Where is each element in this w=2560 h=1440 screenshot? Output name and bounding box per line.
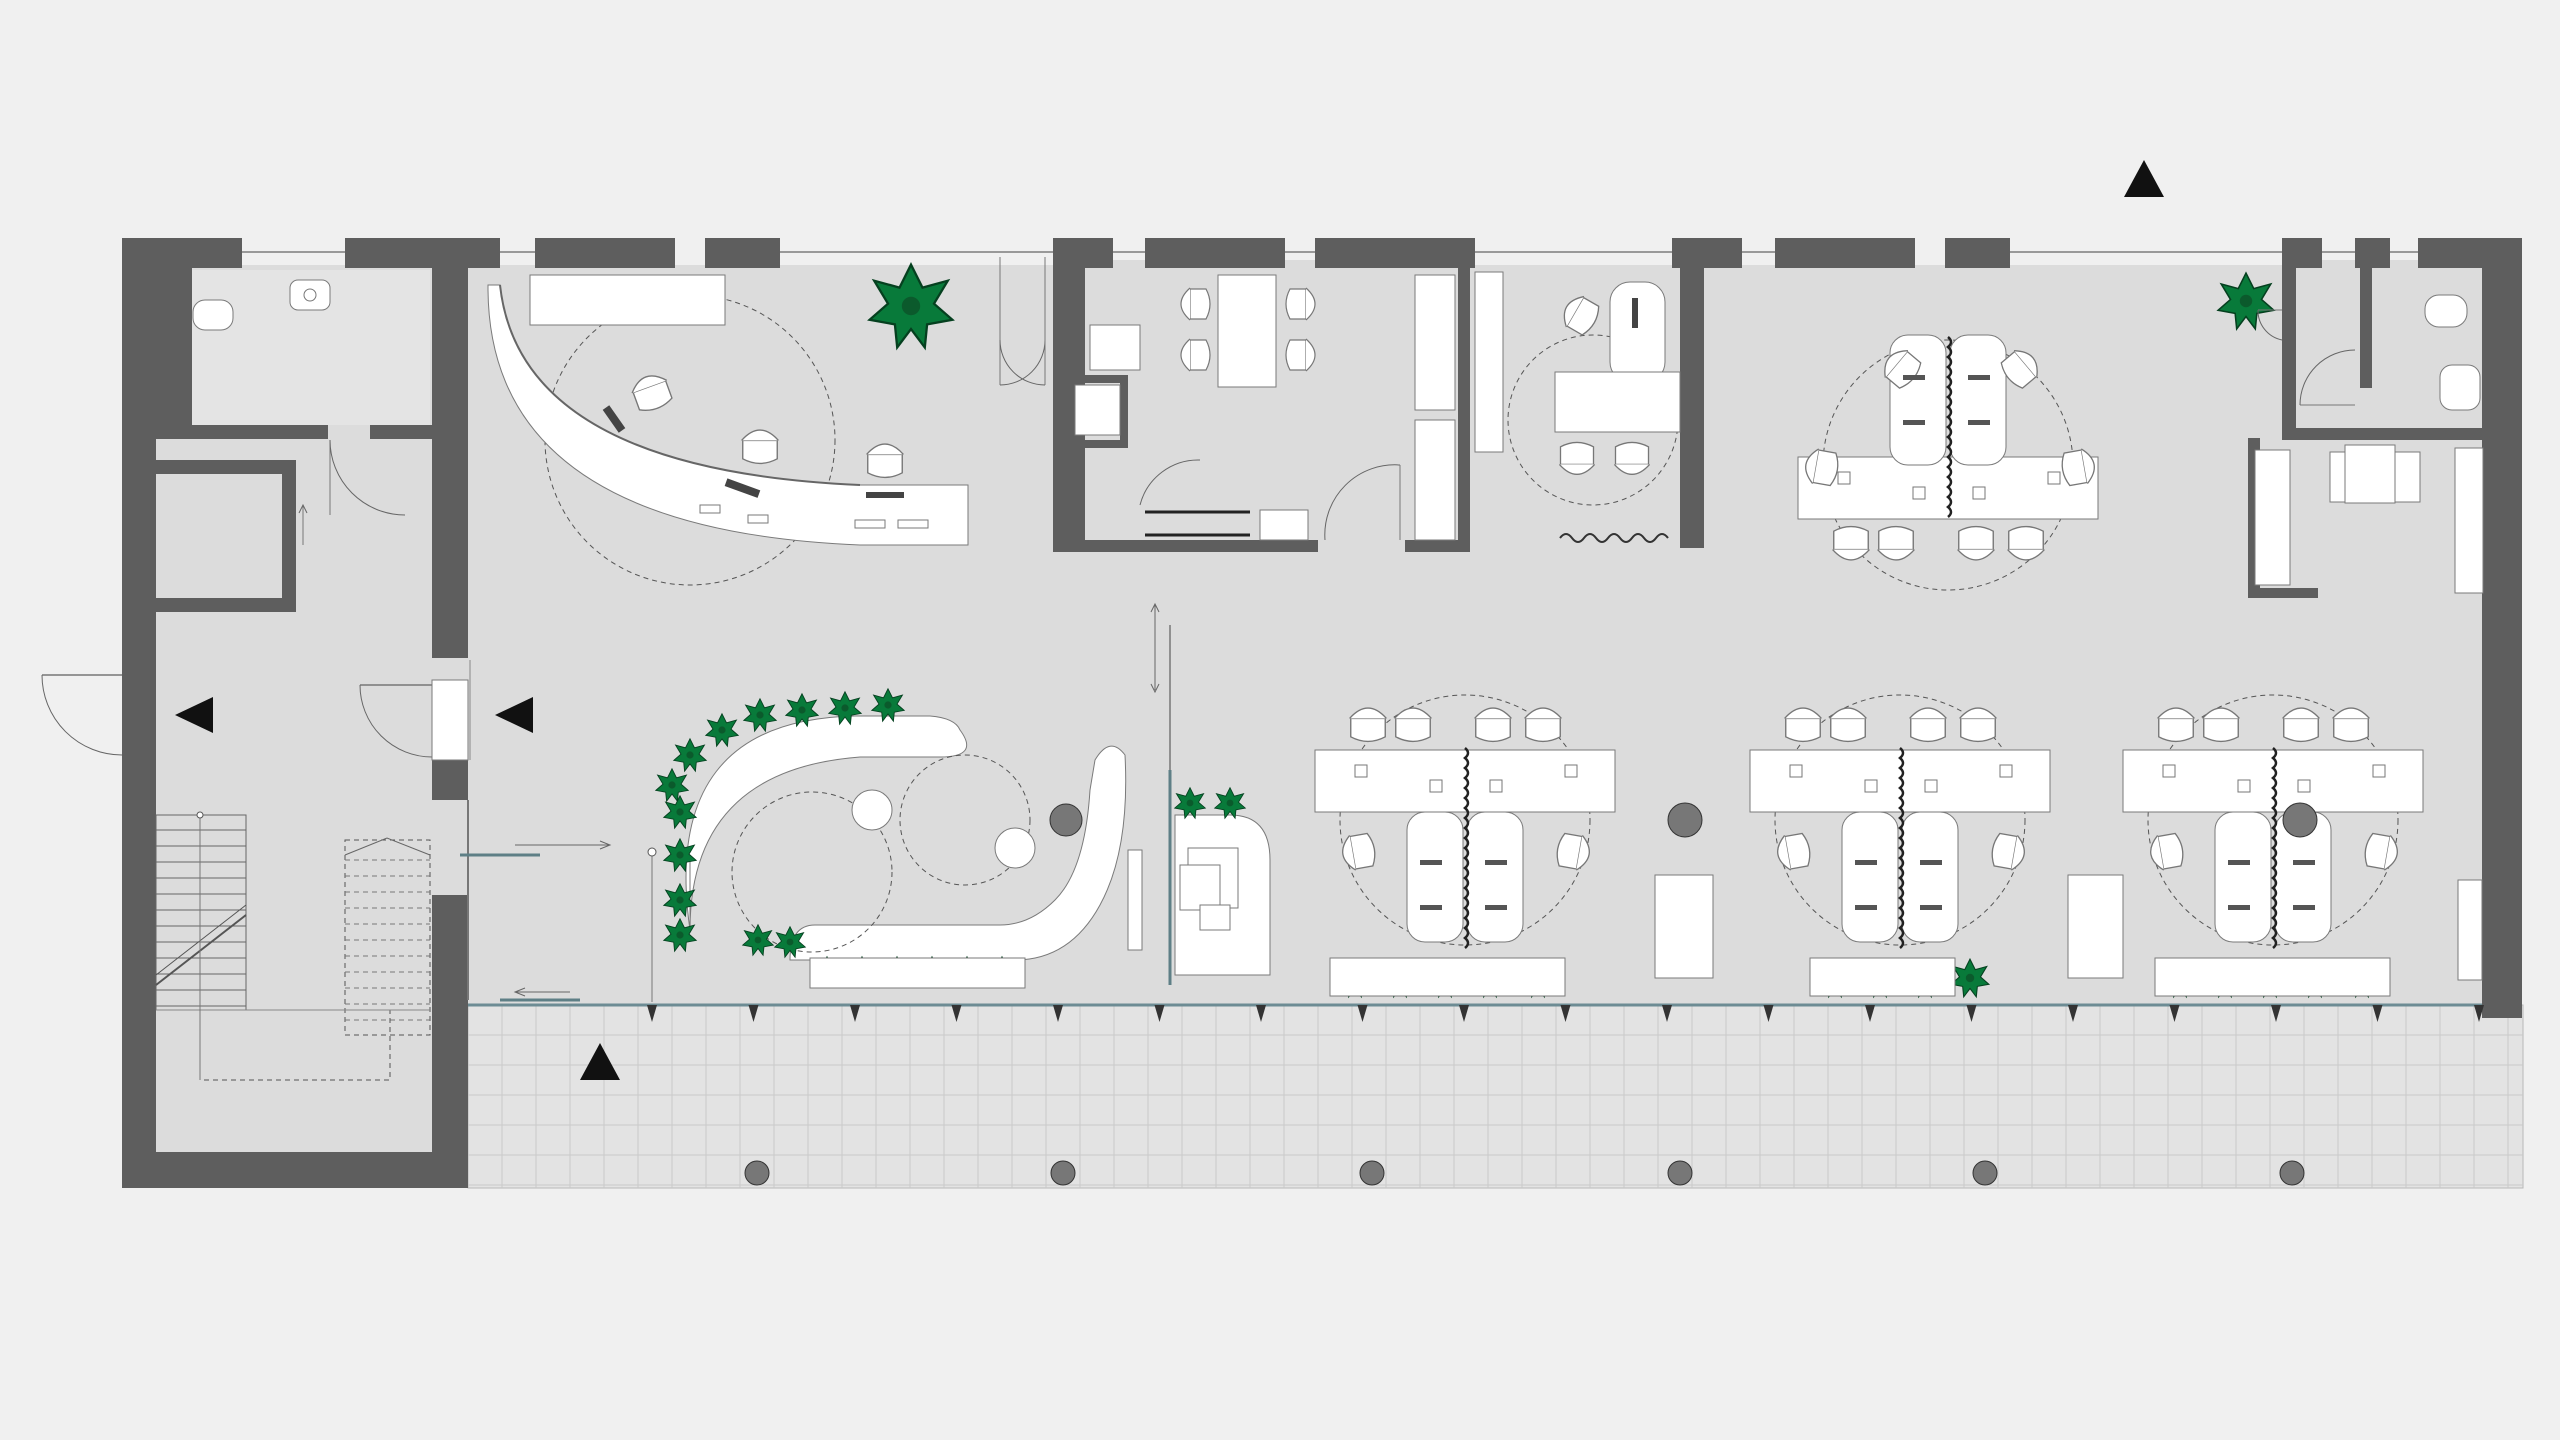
- entrance-marker-west-inner: [495, 697, 533, 733]
- facade-mullion: [647, 1005, 657, 1022]
- facade-mullion: [1357, 1005, 1368, 1022]
- lounge-area: [685, 715, 1143, 961]
- entrance-marker-south: [580, 1043, 620, 1080]
- facade-mullion: [2068, 1005, 2078, 1022]
- wc-northeast: [2257, 294, 2481, 411]
- facade-mullion: [2474, 1005, 2484, 1022]
- workstation-clusters: [1314, 334, 2424, 949]
- meeting-room: [999, 257, 1456, 541]
- facade-mullion: [2372, 1005, 2383, 1022]
- reception-desk: [487, 274, 969, 586]
- workstation-cluster: [1314, 694, 1616, 949]
- facade-mullion: [2271, 1005, 2281, 1022]
- entrance-markers: [175, 160, 2164, 1080]
- workstation-cluster: [2122, 694, 2424, 949]
- entrance-marker-west-outer: [175, 697, 213, 733]
- facade-mullion: [1053, 1005, 1063, 1022]
- kiosk-desk: [1150, 602, 1271, 985]
- manager-desk: [1474, 271, 1681, 543]
- stairwell: [155, 811, 431, 1081]
- facade-mullion: [1865, 1005, 1875, 1022]
- facade-mullion: [1459, 1005, 1469, 1022]
- facade-mullion: [1966, 1005, 1977, 1022]
- workstation-cluster: [1797, 334, 2099, 591]
- wc-northwest: [192, 279, 331, 331]
- facade-mullion: [951, 1005, 962, 1022]
- workstation-cluster: [1749, 694, 2051, 949]
- facade-mullion: [748, 1005, 759, 1022]
- entrance-marker-north: [2124, 160, 2164, 197]
- south-facade: [468, 1003, 2484, 1022]
- terrace-paving: [467, 1004, 2524, 1189]
- doors-west: [41, 439, 469, 761]
- facade-mullion: [1763, 1005, 1774, 1022]
- building-walls: [122, 238, 2522, 1188]
- facade-mullion: [850, 1005, 860, 1022]
- facade-mullion: [1154, 1005, 1165, 1022]
- interior-columns: [1667, 802, 2318, 838]
- facade-mullion: [1560, 1005, 1571, 1022]
- print-area: [2254, 444, 2484, 981]
- facade-mullion: [1662, 1005, 1672, 1022]
- exterior-columns: [744, 1160, 2305, 1186]
- facade-mullion: [2169, 1005, 2180, 1022]
- facade-mullion: [1256, 1005, 1266, 1022]
- sliding-doors: [460, 660, 657, 1002]
- planter-boxes: [809, 874, 2391, 997]
